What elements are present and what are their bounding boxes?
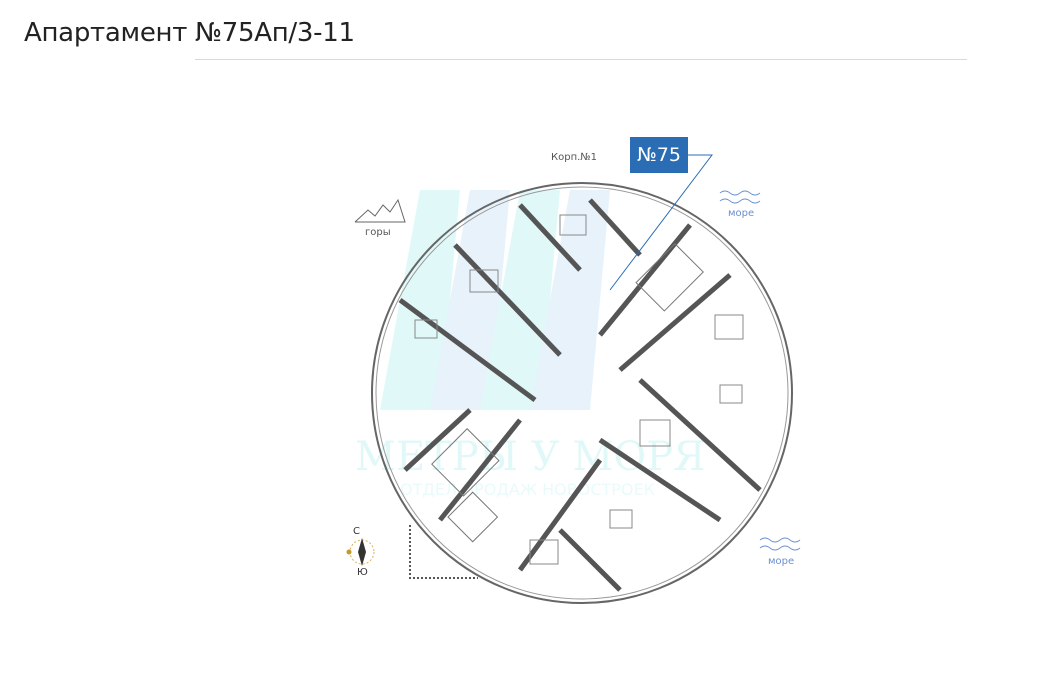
page-title: Апартамент №75Ап/3-11 — [24, 18, 355, 48]
compass-north-label: С — [353, 526, 360, 537]
mountains-label: горы — [365, 227, 391, 238]
terrace-outline — [409, 525, 478, 579]
sea-label-top: море — [728, 208, 755, 219]
apartment-badge[interactable]: №75 — [630, 137, 688, 173]
sea-waves-icon — [719, 190, 761, 204]
watermark-logo: МЕТРЫ У МОРЯ ОТДЕЛ ПРОДАЖ НОВОСТРОЕК — [355, 190, 705, 499]
furniture — [414, 214, 744, 565]
compass-icon — [346, 538, 375, 566]
building-outline — [371, 182, 793, 604]
svg-text:ОТДЕЛ ПРОДАЖ НОВОСТРОЕК: ОТДЕЛ ПРОДАЖ НОВОСТРОЕК — [400, 480, 656, 499]
title-divider — [195, 59, 967, 60]
stairs — [431, 243, 704, 543]
sea-label-bottom: море — [768, 556, 795, 567]
building-label: Корп.№1 — [551, 152, 598, 163]
sea-waves-icon — [759, 537, 801, 551]
mountains-icon — [354, 198, 406, 223]
compass-south-label: Ю — [357, 567, 368, 578]
badge-leader-line — [609, 154, 714, 291]
